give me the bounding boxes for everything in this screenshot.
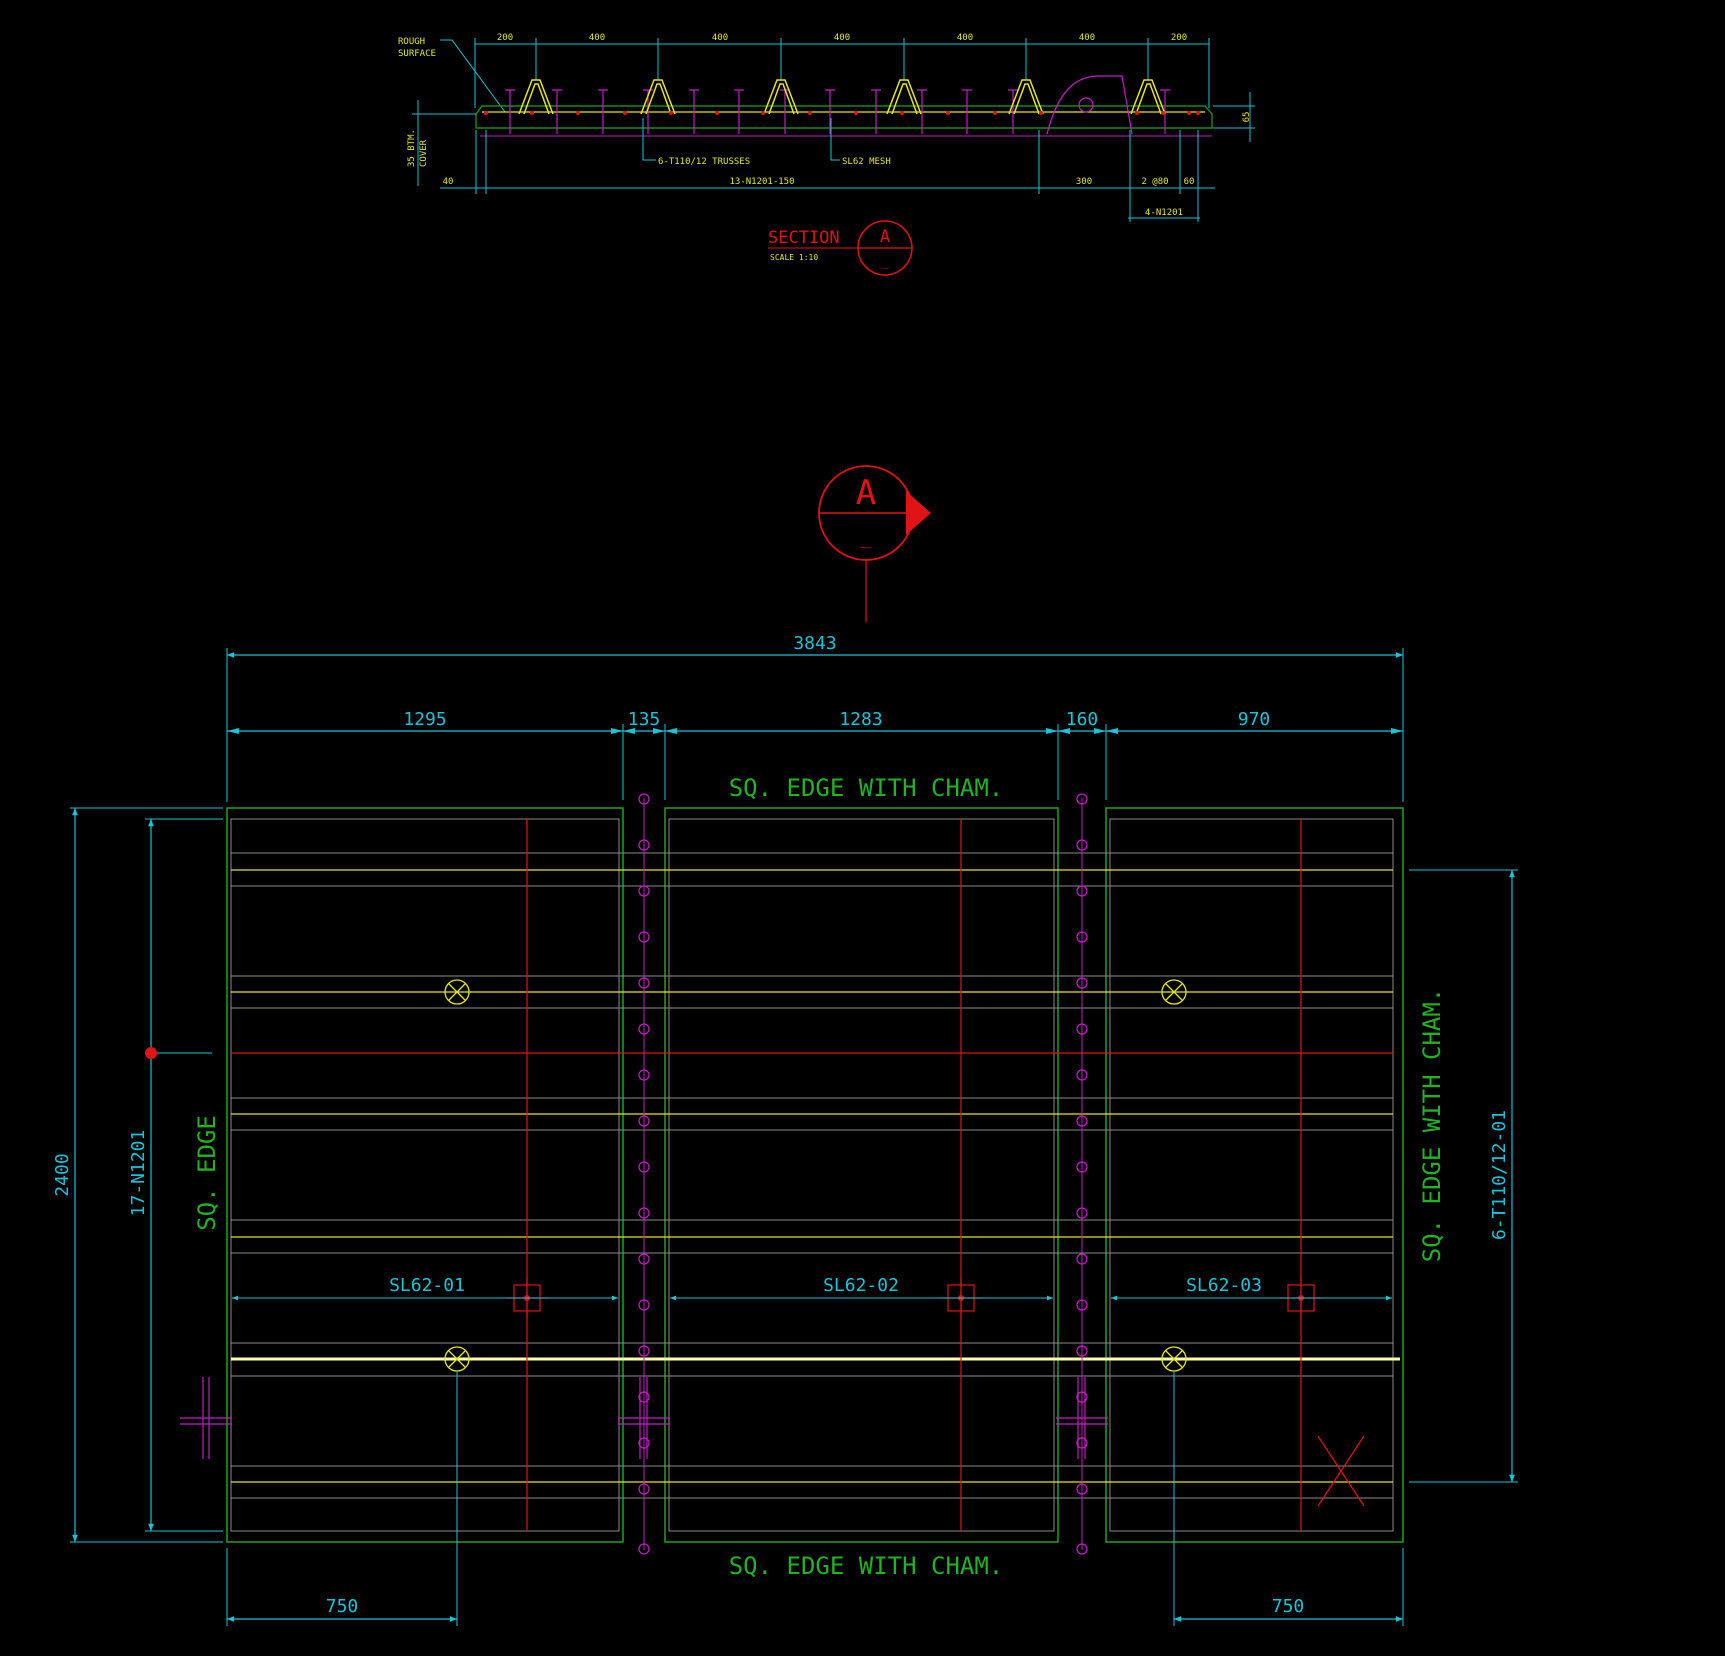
red-x-mark [1317,1435,1365,1507]
lifting-anchor-hole [1078,97,1094,113]
section-height-text: 65 [1242,112,1252,123]
section-marker: A _ [818,465,931,622]
top-edge-label: SQ. EDGE WITH CHAM. [729,774,1004,802]
bottom-dim-60: 60 [1184,177,1195,187]
mesh-label-1: SL62-01 [389,1275,465,1296]
panel-2 [664,807,1059,1543]
section-height-dimension: 65 [1213,92,1255,142]
plan-left-dimensions: 2400 17-N1201 [52,807,223,1543]
mesh-label: SL62 MESH [842,157,891,167]
section-marker-letter: A [856,473,876,513]
section-dim-1: 200 [497,33,513,43]
seg-dim-4: 160 [1066,709,1099,730]
plan-bottom-dimensions: 750 750 [226,1371,1404,1626]
center-lines [231,819,1393,1531]
section-cover-dimension: 35 BTM. COVER [407,100,476,186]
section-dim-6: 400 [1079,33,1095,43]
section-dim-2: 400 [589,33,605,43]
bottom-dim-2at80: 2 @80 [1141,177,1168,187]
plan-panels: SL62-01 SL62-02 SL62-03 SQ. EDGE WITH CH… [180,774,1446,1580]
bottom-edge-label: SQ. EDGE WITH CHAM. [729,1552,1004,1580]
section-dim-5: 400 [957,33,973,43]
section-marker-arrow [906,491,931,535]
section-bar-dots [484,111,1200,115]
section-callout-letter: A [880,227,890,247]
rough-surface-label-2: SURFACE [398,49,436,59]
mesh-label-3: SL62-03 [1186,1275,1262,1296]
height-dim: 2400 [52,1153,73,1196]
bottom-dim-left: 750 [326,1596,359,1617]
overall-width: 3843 [793,633,836,654]
section-dim-4: 400 [834,33,850,43]
seg-dim-2: 135 [628,709,661,730]
bar-lines [231,852,1393,1499]
left-edge-label: SQ. EDGE [193,1115,221,1231]
cover-text-2: COVER [419,139,429,167]
section-callout-sheet: _ [881,255,889,269]
rough-surface-label: ROUGH [398,37,425,47]
lifting-anchor [1046,75,1133,135]
section-marker-sheet: _ [861,528,872,549]
seg-dim-1: 1295 [403,709,446,730]
section-top-dimension: 200 400 400 400 400 400 200 [474,33,1210,108]
section-slab-outline [475,105,1213,129]
plan-top-dimensions: 3843 1295 135 1283 160 970 [226,633,1404,802]
mesh-leader [830,118,840,161]
bottom-dim-300: 300 [1076,177,1092,187]
section-bottom-dimensions: 40 13-N1201-150 300 2 @80 60 4-N1201 [440,130,1215,222]
red-dot-marker [145,1047,157,1059]
cover-text-1: 35 BTM. [407,129,417,167]
rough-surface-leader [440,39,506,113]
joint-connectors [180,793,1108,1555]
trusses-label: 6-T110/12 TRUSSES [658,157,750,167]
section-dim-7: 200 [1171,33,1187,43]
bottom-dim-40: 40 [443,177,454,187]
left-bars-label: 17-N1201 [128,1130,149,1217]
plan-right-dimensions: 6-T110/12-01 [1409,869,1518,1483]
truss-lines [231,869,1393,1483]
bars-label: 13-N1201-150 [729,177,794,187]
bars-right-label: 4-N1201 [1145,208,1183,218]
seg-dim-5: 970 [1238,709,1271,730]
trusses-leader [642,118,656,161]
mesh-dims: SL62-01 SL62-02 SL62-03 [232,1275,1392,1301]
right-trusses-label: 6-T110/12-01 [1489,1110,1510,1240]
panel-1 [226,807,624,1543]
lifting-points [444,979,1187,1372]
section-title: SECTION [768,228,840,248]
section-trusses [518,79,1166,115]
section-studs [505,89,1170,134]
seg-dim-3: 1283 [839,709,882,730]
section-title-block: SECTION SCALE 1:10 A _ [768,220,913,276]
section-scale: SCALE 1:10 [770,253,818,262]
right-edge-label: SQ. EDGE WITH CHAM. [1418,988,1446,1263]
section-dim-3: 400 [712,33,728,43]
bottom-dim-right: 750 [1272,1596,1305,1617]
section-detail: ROUGH SURFACE 200 400 400 400 400 400 20… [398,33,1255,276]
panel-3 [1105,807,1404,1543]
mesh-label-2: SL62-02 [823,1275,899,1296]
